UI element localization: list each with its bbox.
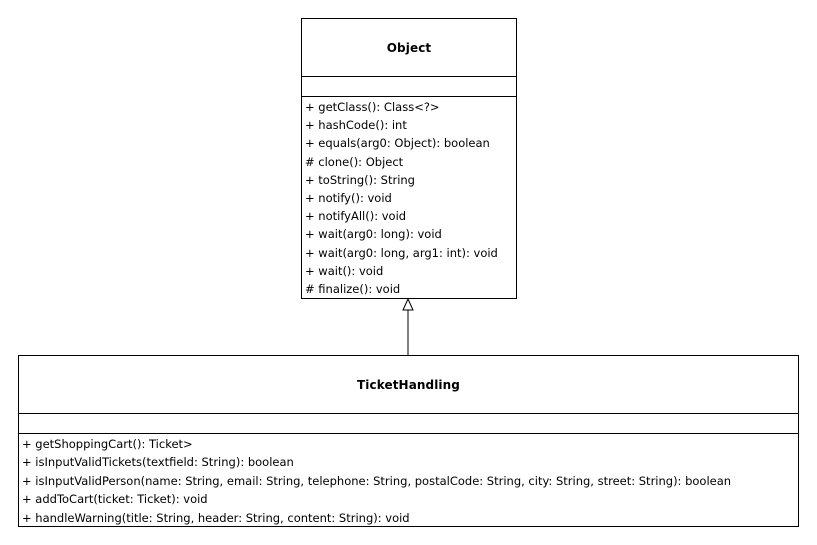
operation-equals: + equals(arg0: Object): boolean xyxy=(305,136,490,151)
operation-wait-long-int: + wait(arg0: long, arg1: int): void xyxy=(305,245,498,260)
class-object-name: Object xyxy=(386,40,432,55)
operation-notifyall: + notifyAll(): void xyxy=(305,209,407,224)
class-object-name-compartment: Object xyxy=(302,19,516,77)
operation-notify: + notify(): void xyxy=(305,191,392,206)
operation-handlewarning: + handleWarning(title: String, header: S… xyxy=(22,510,410,525)
generalization-arrowhead xyxy=(402,297,414,311)
operation-getshoppingcart: + getShoppingCart(): Ticket> xyxy=(22,437,193,451)
operation-wait-long: + wait(arg0: long): void xyxy=(305,227,442,242)
operation-hashcode: + hashCode(): int xyxy=(305,118,407,133)
operation-clone: # clone(): Object xyxy=(305,154,404,169)
operation-getclass: + getClass(): Class<?> xyxy=(305,100,440,114)
operation-tostring: + toString(): String xyxy=(305,172,415,187)
class-object-operations-compartment: + getClass(): Class<?> + hashCode(): int… xyxy=(302,97,516,298)
class-tickethandling-name: TicketHandling xyxy=(357,377,460,392)
class-tickethandling-name-compartment: TicketHandling xyxy=(19,356,798,414)
operation-wait: + wait(): void xyxy=(305,263,384,278)
operation-finalize: # finalize(): void xyxy=(305,282,401,297)
class-object[interactable]: Object + getClass(): Class<?> + hashCode… xyxy=(301,18,517,299)
class-tickethandling[interactable]: TicketHandling + getShoppingCart(): Tick… xyxy=(18,355,799,527)
class-tickethandling-attributes-compartment xyxy=(19,414,798,434)
operation-isinputvalidperson: + isInputValidPerson(name: String, email… xyxy=(22,473,732,488)
class-tickethandling-operations-compartment: + getShoppingCart(): Ticket> + isInputVa… xyxy=(19,434,798,527)
operation-isinputvalidtickets: + isInputValidTickets(textfield: String)… xyxy=(22,455,294,470)
operation-addtocart: + addToCart(ticket: Ticket): void xyxy=(22,492,208,507)
class-object-attributes-compartment xyxy=(302,77,516,97)
